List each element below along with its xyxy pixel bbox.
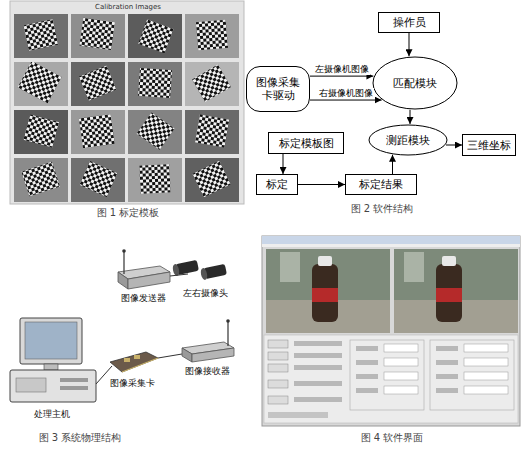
flow-arrow (410, 110, 411, 124)
signal-label: 左摄像机图像 (314, 64, 370, 75)
input-box: 标定模板图 (268, 132, 344, 154)
capture-card-symbol (110, 352, 182, 372)
camera-view (394, 249, 518, 333)
figure-caption: 图 4 软件界面 (361, 432, 424, 444)
output-box: 三维坐标 (462, 134, 516, 156)
node-text: 操作员 (393, 16, 426, 29)
device-label: 处理主机 (34, 409, 70, 420)
flow-arrow (298, 184, 345, 185)
figure-caption: 图 1 标定模板 (97, 207, 160, 219)
device-label: 图像发送器 (121, 293, 166, 304)
flow-arrow (310, 100, 382, 101)
node-text: 标定 (266, 178, 288, 191)
node-text: 图像采集卡驱动 (247, 76, 309, 102)
flow-arrow (310, 76, 373, 77)
node-text: 三维坐标 (467, 139, 511, 152)
camera-view (266, 249, 390, 333)
signal-label: 右摄像机图像 (318, 88, 374, 99)
flow-arrow (392, 155, 393, 174)
flow-arrow (446, 145, 462, 146)
flow-arrow (283, 154, 284, 174)
control-panel (264, 335, 518, 423)
node-text: 标定结果 (359, 178, 403, 191)
result-box: 标定结果 (345, 174, 417, 195)
driver-box: 图像采集卡驱动 (246, 66, 310, 112)
transmitter-symbol (118, 249, 188, 289)
device-label: 图像接收器 (185, 366, 230, 377)
node-text: 匹配模块 (393, 77, 437, 90)
computer-symbol (10, 318, 112, 402)
camera-symbol (172, 260, 227, 281)
flow-arrow (409, 33, 410, 56)
module-ellipse: 匹配模块 (372, 56, 458, 110)
module-ellipse: 测距模块 (368, 124, 448, 156)
figure-title: Calibration Images (95, 3, 161, 12)
device-label: 左右摄像头 (183, 288, 228, 299)
figure-caption: 图 3 系统物理结构 (39, 432, 122, 444)
node-text: 标定模板图 (279, 137, 334, 150)
device-label: 图像采集卡 (110, 378, 155, 389)
actor-box: 操作员 (378, 12, 440, 33)
process-box: 标定 (256, 174, 298, 195)
receiver-symbol (182, 319, 234, 362)
node-text: 测距模块 (386, 134, 430, 147)
figure-caption: 图 2 软件结构 (351, 203, 414, 215)
